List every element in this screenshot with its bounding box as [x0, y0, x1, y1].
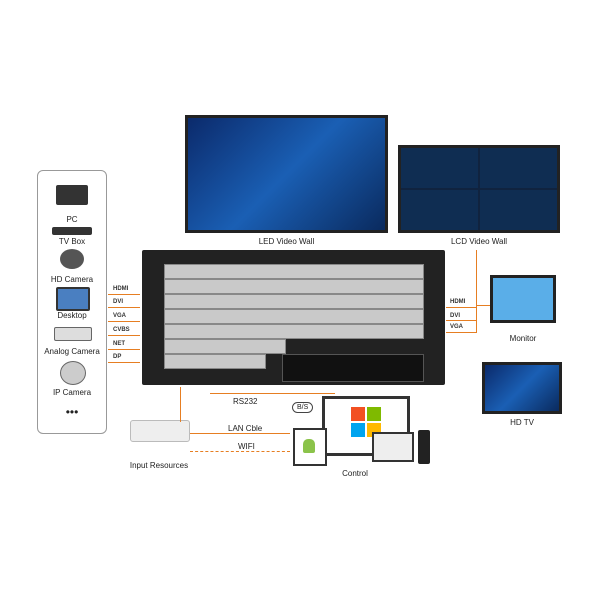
- hdtv-label: HD TV: [510, 418, 534, 427]
- desktop-icon: [56, 287, 90, 311]
- signal-label: DVI: [113, 299, 124, 305]
- pc-icon: [56, 185, 88, 205]
- hd-camera-icon: [60, 249, 84, 269]
- device-label: HD Camera: [50, 275, 94, 284]
- led-label: LED Video Wall: [258, 237, 315, 246]
- lcd-label: LCD Video Wall: [450, 237, 508, 246]
- signal-label: DVI: [450, 313, 461, 319]
- led-video-wall: [185, 115, 388, 233]
- lcd-video-wall: [398, 145, 560, 233]
- hd-tv: [482, 362, 562, 414]
- signal-label: DP: [113, 354, 122, 360]
- device-label: PC: [66, 215, 78, 224]
- matrix-chassis: [142, 250, 445, 385]
- monitor-label: Monitor: [509, 334, 537, 343]
- bs-cloud-icon: B/S: [292, 402, 314, 413]
- signal-label: NET: [113, 341, 125, 347]
- signal-label: CVBS: [113, 327, 130, 333]
- signal-label: HDMI: [450, 299, 466, 305]
- android-tablet: [293, 428, 327, 466]
- tv-box-icon: [52, 227, 92, 235]
- input-sources-panel: PC TV Box HD Camera Desktop Analog Camer…: [37, 170, 107, 434]
- signal-label: VGA: [450, 324, 464, 330]
- signal-label: VGA: [113, 313, 127, 319]
- power-supply: [282, 354, 424, 382]
- more-dots: •••: [65, 405, 79, 419]
- router: [130, 420, 190, 442]
- device-label: TV Box: [58, 237, 86, 246]
- analog-camera-icon: [54, 327, 92, 341]
- remote-control: [418, 430, 430, 464]
- device-label: IP Camera: [52, 388, 92, 397]
- router-label: Input Resources: [129, 461, 189, 470]
- device-label: Analog Camera: [44, 347, 100, 356]
- apple-laptop: [372, 432, 414, 462]
- rs232-label: RS232: [233, 397, 258, 406]
- wifi-label: WIFI: [238, 442, 255, 451]
- monitor: [490, 275, 556, 323]
- control-desktop: [322, 396, 410, 456]
- device-label: Desktop: [57, 311, 87, 320]
- control-label: Control: [342, 469, 368, 478]
- ip-camera-icon: [60, 361, 86, 385]
- lan-label: LAN Cble: [228, 424, 263, 433]
- signal-label: HDMI: [113, 286, 129, 292]
